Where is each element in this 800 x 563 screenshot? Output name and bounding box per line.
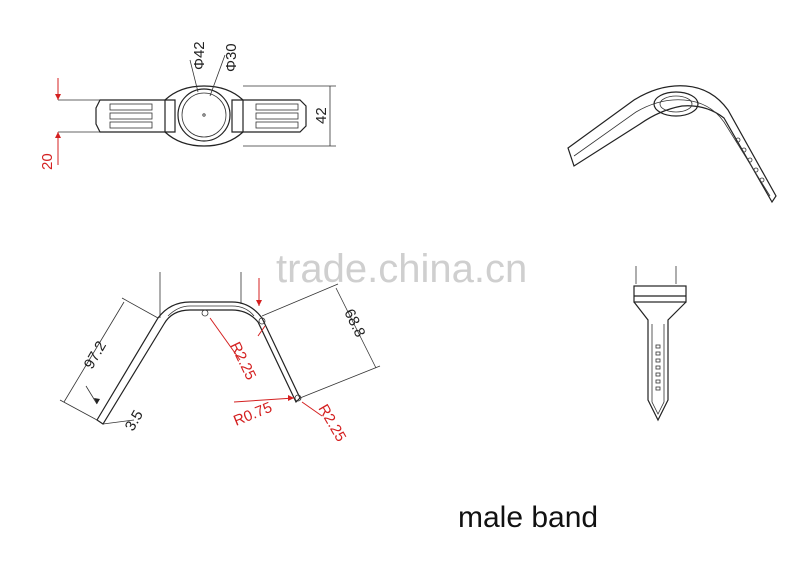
dim-label-w20: 20 bbox=[39, 153, 56, 170]
watermark-text: trade.china.cn bbox=[276, 247, 527, 291]
iso-strap-holes bbox=[735, 137, 765, 183]
dim-label-d42: Φ42 bbox=[191, 41, 208, 70]
watch-face-inner bbox=[181, 92, 227, 138]
dim-label-r2-25-b: R2.25 bbox=[315, 402, 350, 445]
isometric-view-drawing bbox=[567, 85, 777, 204]
dim-label-97-2: 97.2 bbox=[81, 338, 110, 372]
top-view-drawing: Φ42 Φ30 42 20 bbox=[39, 41, 336, 170]
end-view-holes bbox=[655, 344, 661, 391]
left-strap-holes bbox=[109, 103, 153, 129]
right-strap-holes bbox=[255, 103, 299, 129]
dim-label-r0-75: R0.75 bbox=[231, 399, 274, 430]
watch-face-outer bbox=[177, 88, 231, 142]
dim-label-r2-25-a: R2.25 bbox=[226, 339, 259, 382]
end-view-drawing bbox=[633, 266, 687, 422]
caption-text: male band bbox=[458, 501, 598, 534]
dim-label-h42: 42 bbox=[313, 107, 330, 124]
dim-label-68-8: 68.8 bbox=[340, 306, 368, 340]
dim-label-3-5: 3.5 bbox=[122, 407, 147, 434]
iso-watch-face bbox=[653, 91, 699, 117]
dim-label-d30: Φ30 bbox=[223, 43, 240, 72]
side-view-drawing: 97.2 68.8 3.5 R2.25 R0.75 R2.25 bbox=[59, 272, 381, 445]
